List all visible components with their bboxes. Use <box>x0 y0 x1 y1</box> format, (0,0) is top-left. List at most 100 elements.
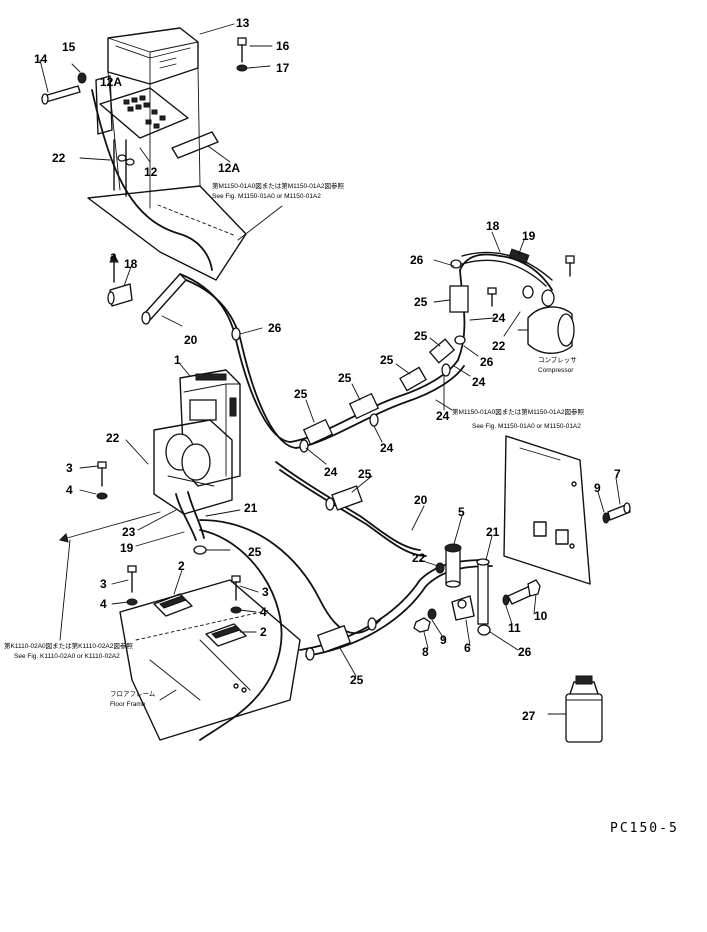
bracket-6 <box>451 595 475 621</box>
washer-9-lower <box>427 608 437 620</box>
label-22-mid: 22 <box>412 551 426 565</box>
top-control-unit <box>87 27 247 281</box>
bolt-16 <box>237 37 247 63</box>
note-ref-top-en: See Fig. M1150-01A0 or M1150-01A2 <box>212 193 321 200</box>
label-25-b: 25 <box>414 329 428 343</box>
label-25-a: 25 <box>414 295 428 309</box>
label-15: 15 <box>62 40 76 54</box>
note-floor-jp: フロアフレーム <box>110 690 156 698</box>
bracket-2-right <box>205 623 247 647</box>
label-18-right: 18 <box>486 219 500 233</box>
label-1: 1 <box>174 353 181 367</box>
label-20-left: 20 <box>184 333 198 347</box>
washer-9-right <box>602 512 610 524</box>
label-9-lower: 9 <box>440 633 447 647</box>
leader-lines <box>39 23 621 715</box>
note-ref-mid-jp: 第M1150-01A0図または第M1150-01A2図参照 <box>452 407 584 416</box>
clip-22-mid <box>435 562 445 574</box>
clamp-26-lower <box>477 624 491 636</box>
connector-18-left <box>107 252 133 307</box>
label-12: 12 <box>144 165 158 179</box>
label-a: a <box>110 249 117 263</box>
label-21-b: 21 <box>244 501 258 515</box>
label-21-a: 21 <box>486 525 500 539</box>
label-20-right: 20 <box>414 493 428 507</box>
label-11: 11 <box>508 621 521 635</box>
label-3-b: 3 <box>100 577 107 591</box>
note-ref-left-jp: 第K1110-02A0図または第K1110-02A2図参照 <box>4 641 133 650</box>
bolt-7 <box>607 502 631 521</box>
label-25-h: 25 <box>350 673 364 687</box>
label-12A-right: 12A <box>218 161 240 175</box>
label-24-c: 24 <box>380 441 394 455</box>
note-floor-en: Floor Frame <box>110 701 146 708</box>
label-2-a: 2 <box>178 559 185 573</box>
label-10: 10 <box>534 609 548 623</box>
label-4-a: 4 <box>66 483 73 497</box>
hose-clamps <box>231 259 469 661</box>
compressor <box>517 306 575 354</box>
part-number-labels: 13 15 14 16 17 12A 22 12 12A a 18 20 26 … <box>34 16 621 723</box>
label-7: 7 <box>614 467 621 481</box>
ac-unit-1 <box>153 369 241 555</box>
label-13: 13 <box>236 16 250 30</box>
label-24-d: 24 <box>324 465 338 479</box>
label-5: 5 <box>458 505 465 519</box>
label-25-g: 25 <box>248 545 262 559</box>
label-6: 6 <box>464 641 471 655</box>
right-bracket-plate <box>503 435 591 585</box>
label-19-right: 19 <box>522 229 536 243</box>
label-22-right: 22 <box>492 339 506 353</box>
label-26-low: 26 <box>518 645 532 659</box>
receiver-drier-27 <box>565 675 603 743</box>
label-14: 14 <box>34 52 48 66</box>
bolt-3-lower-left <box>126 565 138 606</box>
pipe-21 <box>476 558 490 625</box>
label-9-right: 9 <box>594 481 601 495</box>
label-25-d: 25 <box>338 371 352 385</box>
label-3-a: 3 <box>66 461 73 475</box>
upper-right-tube-18-19 <box>461 248 575 307</box>
washer-15 <box>77 72 87 84</box>
label-17: 17 <box>276 61 290 75</box>
note-compressor-jp: コンプレッサ <box>538 356 577 364</box>
label-4-c: 4 <box>260 605 267 619</box>
floor-frame <box>59 511 301 741</box>
label-27: 27 <box>522 709 536 723</box>
label-26-b: 26 <box>480 355 494 369</box>
label-2-b: 2 <box>260 625 267 639</box>
nut-8 <box>413 617 431 633</box>
washer-11 <box>502 594 510 606</box>
refrigerant-hoses <box>179 253 553 741</box>
label-25-f: 25 <box>358 467 372 481</box>
bolt-10 <box>507 579 541 605</box>
label-24-e: 24 <box>436 409 450 423</box>
label-12A-top: 12A <box>100 75 122 89</box>
label-25-e: 25 <box>294 387 308 401</box>
label-26-upper: 26 <box>410 253 424 267</box>
drawing-code: PC150-5 <box>610 821 679 836</box>
bolt-3-upper-left <box>96 461 108 500</box>
note-compressor-en: Compressor <box>538 367 574 374</box>
receiver-drier-5 <box>444 543 462 588</box>
label-24-b: 24 <box>472 375 486 389</box>
keypad-buttons <box>123 95 166 129</box>
label-4-b: 4 <box>100 597 107 611</box>
label-19-left: 19 <box>120 541 134 555</box>
reference-notes: 第M1150-01A0図または第M1150-01A2図参照 See Fig. M… <box>4 181 584 708</box>
label-26-mid: 26 <box>268 321 282 335</box>
washer-17 <box>236 64 248 72</box>
label-22-top: 22 <box>52 151 66 165</box>
label-3-c: 3 <box>262 585 269 599</box>
label-22-left: 22 <box>106 431 120 445</box>
label-23: 23 <box>122 525 136 539</box>
label-16: 16 <box>276 39 290 53</box>
screws-under-keypad <box>113 139 135 197</box>
note-ref-left-en: See Fig. K1110-02A0 or K1110-02A2 <box>14 653 120 660</box>
note-ref-mid-en: See Fig. M1150-01A0 or M1150-01A2 <box>472 423 581 430</box>
bolt-14 <box>41 85 81 105</box>
note-ref-top-jp: 第M1150-01A0図または第M1150-01A2図参照 <box>212 181 344 190</box>
label-18-left: 18 <box>124 257 138 271</box>
label-24-a: 24 <box>492 311 506 325</box>
